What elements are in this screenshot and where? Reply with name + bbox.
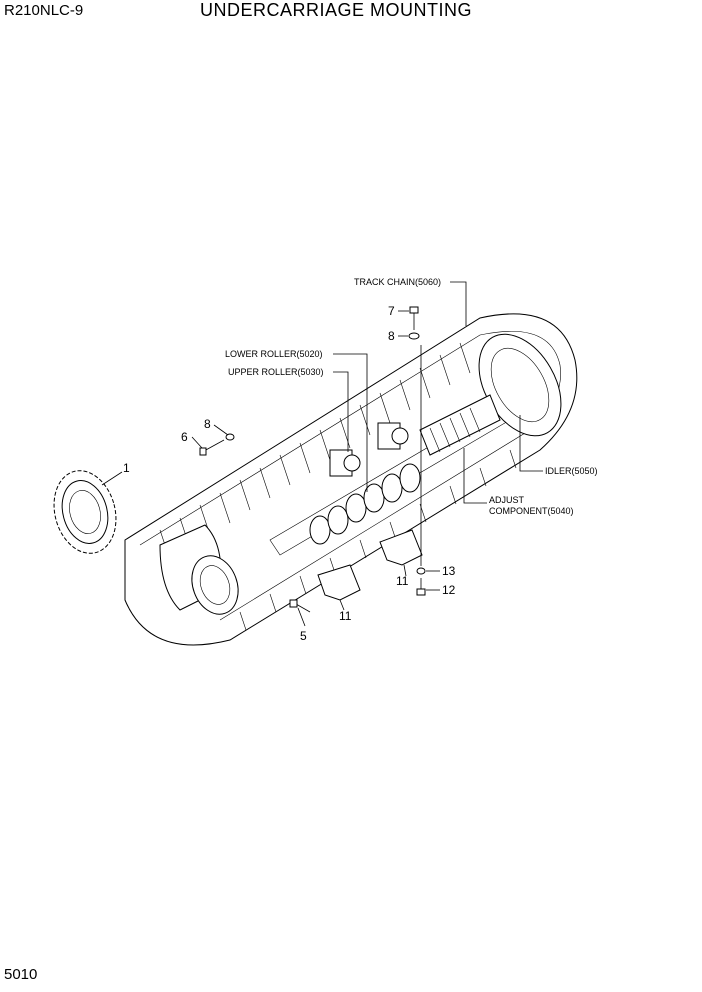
part-number-12: 12 xyxy=(442,583,456,597)
idler-drawing xyxy=(478,333,562,437)
upper-roller-label: UPPER ROLLER(5030) xyxy=(228,367,324,377)
part-number-11-left: 11 xyxy=(339,609,352,623)
adjust-component-drawing xyxy=(419,394,501,456)
part-number-7: 7 xyxy=(388,304,395,318)
sprocket-drawing xyxy=(53,470,117,554)
lower-rollers-drawing xyxy=(309,463,421,545)
part-number-6: 6 xyxy=(181,430,188,444)
shoe-plates-drawing xyxy=(317,529,423,601)
part-number-5: 5 xyxy=(300,629,307,643)
part-number-8-top: 8 xyxy=(388,329,395,343)
lower-roller-label: LOWER ROLLER(5020) xyxy=(225,349,323,359)
upper-roller-drawing xyxy=(329,422,409,477)
adjust-label-line1: ADJUST xyxy=(489,495,525,505)
part-number-8-left: 8 xyxy=(204,417,211,431)
model-label: R210NLC-9 xyxy=(4,2,84,19)
travel-motor-drawing xyxy=(159,524,239,615)
part-number-13: 13 xyxy=(442,564,456,578)
track-chain-drawing xyxy=(124,313,578,646)
page-title: UNDERCARRIAGE MOUNTING xyxy=(200,0,473,20)
idler-label: IDLER(5050) xyxy=(545,466,598,476)
page-number: 5010 xyxy=(4,966,38,983)
track-chain-label: TRACK CHAIN(5060) xyxy=(354,277,441,287)
part-number-1: 1 xyxy=(123,461,130,475)
leader-lines xyxy=(101,281,543,627)
adjust-label-line2: COMPONENT(5040) xyxy=(489,506,574,516)
part-number-11-right: 11 xyxy=(396,574,409,588)
bolts-drawing xyxy=(199,306,426,613)
